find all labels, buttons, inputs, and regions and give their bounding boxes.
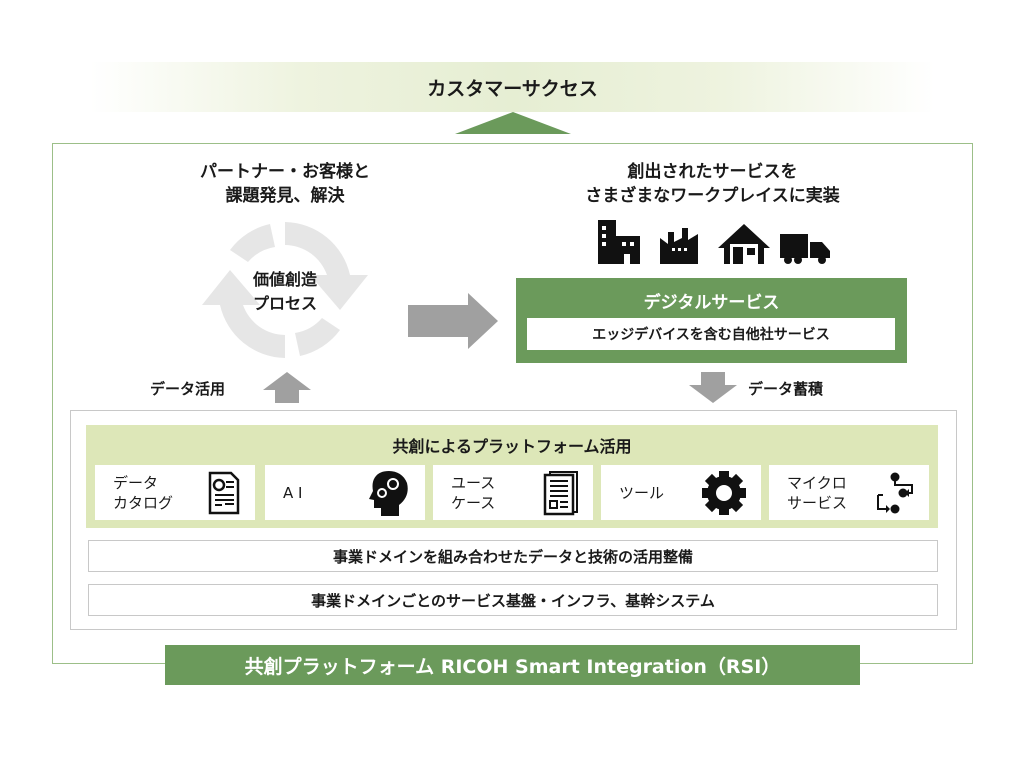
row-text: 事業ドメインを組み合わせたデータと技術の活用整備 [332, 547, 693, 566]
card-ai: A I [265, 465, 425, 520]
house-icon [718, 224, 770, 264]
left-title: パートナー・お客様と 課題発見、解決 [160, 160, 410, 208]
platform-title: 共創によるプラットフォーム活用 [392, 437, 632, 456]
customer-success-banner: カスタマーサクセス [90, 62, 935, 112]
down-arrow-icon [689, 372, 737, 403]
data-store-label: データ蓄積 [748, 380, 824, 398]
row-infra: 事業ドメインごとのサービス基盤・インフラ、基幹システム [88, 584, 938, 616]
right-arrow-icon [408, 293, 498, 349]
cycle-line2: プロセス [252, 294, 317, 313]
flow-icon [877, 472, 913, 513]
gear-icon [702, 470, 746, 515]
card-line1: マイクロ [787, 473, 847, 492]
up-arrow-icon [263, 372, 311, 403]
digital-service-box: デジタルサービス エッジデバイスを含む自他社サービス [516, 278, 907, 363]
up-triangle-icon [455, 112, 571, 134]
digital-service-sub: エッジデバイスを含む自他社サービス [527, 318, 895, 350]
card-line1: ツール [619, 483, 665, 502]
card-data-catalog: データカタログ [95, 465, 255, 520]
rsi-banner-text: 共創プラットフォーム RICOH Smart Integration（RSI） [244, 655, 781, 678]
row-text: 事業ドメインごとのサービス基盤・インフラ、基幹システム [311, 591, 715, 610]
cycle-arrows-icon [202, 222, 368, 358]
truck-icon [780, 234, 830, 264]
left-title-line1: パートナー・お客様と [200, 162, 370, 182]
digital-service-sub-text: エッジデバイスを含む自他社サービス [592, 327, 830, 343]
left-title-line2: 課題発見、解決 [225, 186, 345, 206]
digital-service-title: デジタルサービス [643, 293, 780, 313]
documents-icon [543, 470, 578, 515]
right-title-line2: さまざまなワークプレイスに実装 [585, 186, 840, 206]
card-micro-service: マイクロサービス [769, 465, 929, 520]
right-title-line1: 創出されたサービスを [627, 162, 798, 182]
card-line1: A I [283, 483, 303, 502]
cycle-line1: 価値創造 [252, 270, 317, 289]
card-use-case: ユースケース [433, 465, 593, 520]
card-line2: ケース [451, 493, 496, 512]
data-use-label: データ活用 [150, 380, 226, 398]
right-title: 創出されたサービスを さまざまなワークプレイスに実装 [540, 160, 885, 208]
rsi-banner: 共創プラットフォーム RICOH Smart Integration（RSI） [165, 645, 860, 685]
office-building-icon [598, 220, 640, 264]
ai-head-gears-icon [369, 470, 408, 516]
card-line1: ユース [451, 473, 496, 492]
card-line2: サービス [787, 493, 848, 512]
card-line2: カタログ [113, 493, 174, 512]
platform-band: 共創によるプラットフォーム活用 データカタログ A I ユースケース ツール マ… [86, 425, 938, 528]
workplace-icons [598, 220, 830, 264]
card-tool: ツール [601, 465, 761, 520]
row-data-tech: 事業ドメインを組み合わせたデータと技術の活用整備 [88, 540, 938, 572]
card-line1: データ [113, 473, 159, 492]
banner-text: カスタマーサクセス [427, 77, 598, 100]
factory-icon [660, 228, 698, 264]
value-creation-label: 価値創造 プロセス [225, 268, 345, 316]
document-chart-icon [208, 471, 240, 514]
